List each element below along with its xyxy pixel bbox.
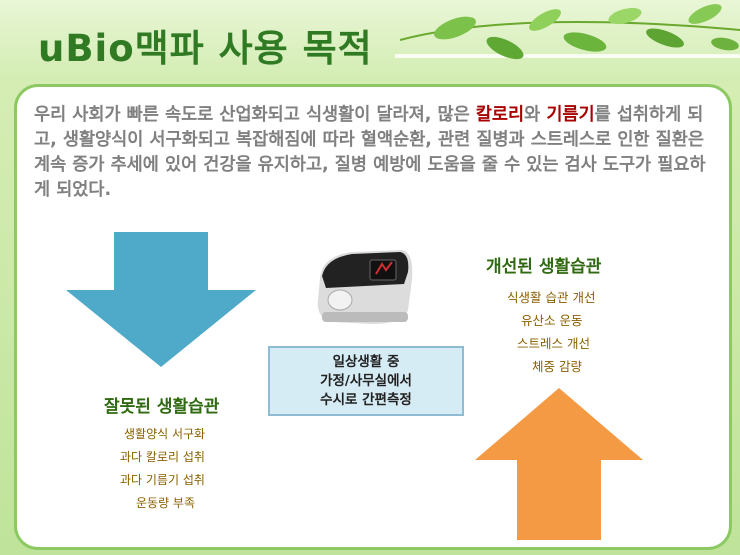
intro-paragraph: 우리 사회가 빠른 속도로 산업화되고 식생활이 달라져, 많은 칼로리와 기름… <box>34 105 706 200</box>
wrong-habit-item: 운동량 부족 <box>136 496 196 510</box>
improved-habit-item: 식생활 습관 개선 <box>507 290 596 305</box>
down-arrow <box>66 232 256 367</box>
measurement-line: 가정/사무실에서 <box>320 372 412 389</box>
wrong-habit-item: 생활양식 서구화 <box>124 427 206 441</box>
improved-habit-item: 유산소 운동 <box>521 313 583 328</box>
highlight-fat: 기름기 <box>546 105 595 125</box>
measurement-line: 일상생활 중 <box>332 353 400 370</box>
pulse-oximeter-image <box>317 250 413 324</box>
improved-habit-item: 체중 감량 <box>532 359 582 374</box>
improved-habits-heading: 개선된 생활습관 <box>486 257 602 277</box>
wrong-habit-item: 과다 칼로리 섭취 <box>120 450 205 464</box>
up-arrow <box>475 388 643 540</box>
measurement-box: 일상생활 중 가정/사무실에서 수시로 간편측정 <box>268 346 464 416</box>
leaf-decoration <box>395 4 740 60</box>
measurement-line: 수시로 간편측정 <box>320 391 412 408</box>
improved-habit-item: 스트레스 개선 <box>517 336 590 351</box>
highlight-calorie: 칼로리 <box>475 105 525 125</box>
wrong-habit-item: 과다 기름기 섭취 <box>120 473 205 487</box>
page-title: uBio맥파 사용 목적 <box>38 27 373 70</box>
wrong-habits-heading: 잘못된 생활습관 <box>104 397 220 417</box>
